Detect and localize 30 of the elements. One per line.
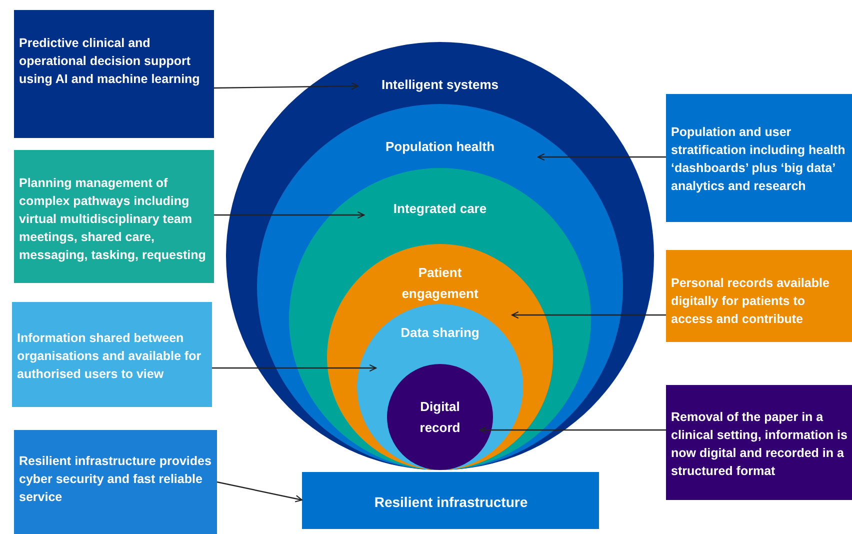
arrow [216,481,303,502]
description-box [14,150,214,283]
ring-label: Data sharing [400,324,480,342]
ring-label: Patient engagement [400,264,480,303]
ring-label: Integrated care [392,200,488,218]
description-box [666,250,852,342]
arrow [214,211,365,219]
description-box [666,385,852,500]
banner-label: Resilient infrastructure [374,492,528,510]
description-text: Removal of the paper in a clinical setting, information is now digital and recorded in a structured format [671,408,848,480]
arrow [212,364,377,372]
description-box [666,94,852,222]
arrow [537,153,666,161]
description-box [12,302,212,407]
description-text: Planning management of complex pathways including virtual multidisciplinary team meetings, shared care, messaging, tasking, requesting [19,176,206,262]
description-text: Population and user stratification including health ‘dashboards’ plus ‘big data’ analytics and research [671,124,846,195]
arrow [214,82,359,90]
ring-circle [387,364,493,470]
description-text: Personal records available digitally for patients to access and contribute [671,276,830,326]
banner-box [302,472,599,529]
description-box [14,430,217,534]
arrow [479,426,666,434]
description-text: Resilient infrastructure provides cyber security and fast reliable service [19,454,212,504]
arrow [511,311,666,319]
ring-label: Intelligent systems [380,76,500,94]
description-box [14,10,214,138]
ring-label: Digital record [418,398,462,437]
description-text: Predictive clinical and operational decision support using AI and machine learning [19,36,200,86]
ring-label: Population health [384,138,496,156]
description-text: Information shared between organisations and available for authorised users to view [17,330,202,382]
